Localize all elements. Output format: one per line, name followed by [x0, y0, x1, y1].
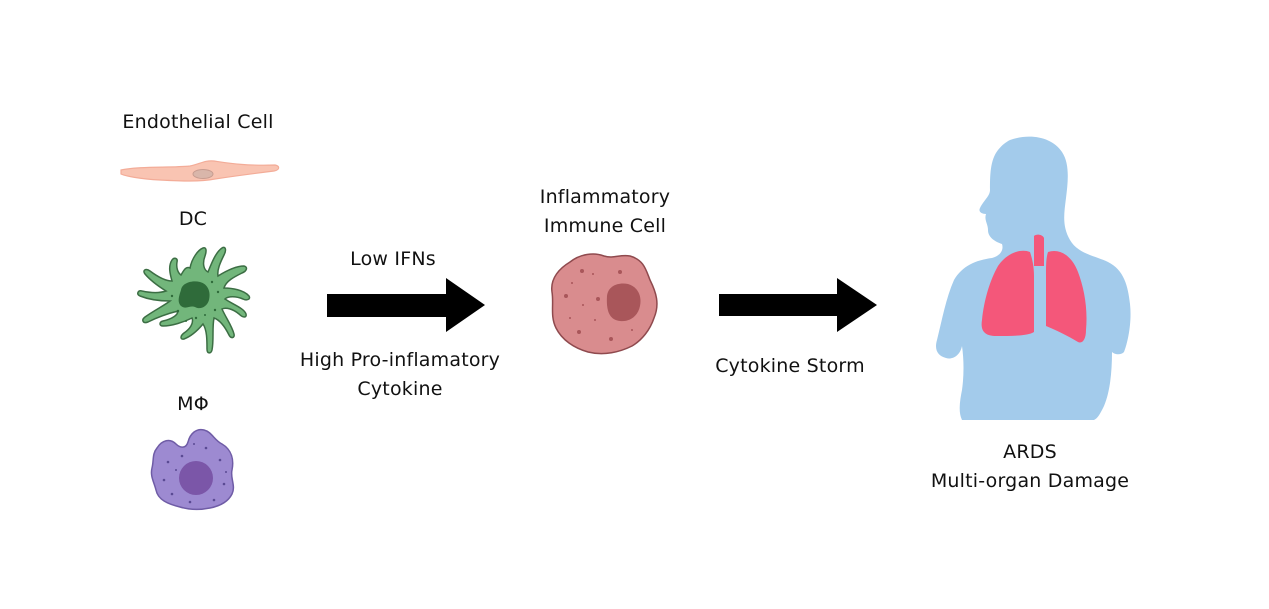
dc-label: DC — [178, 208, 208, 230]
outcome-label-line2: Multi-organ Damage — [930, 470, 1130, 492]
arrow-right-icon-1 — [327, 278, 485, 332]
macrophage-cell-icon — [150, 428, 235, 511]
dendritic-cell-icon — [137, 246, 251, 354]
arrow1-bottom-label-line1: High Pro-inflamatory — [299, 349, 501, 371]
arrow2-bottom-label: Cytokine Storm — [715, 355, 865, 377]
middle-cell-label-line2: Immune Cell — [543, 215, 667, 237]
macrophage-label: MΦ — [177, 393, 209, 415]
middle-cell-label-line1: Inflammatory — [539, 186, 671, 208]
middle-cell-label: Inflammatory Immune Cell — [515, 183, 695, 241]
inflammatory-immune-cell-icon — [551, 253, 658, 355]
outcome-label: ARDS Multi-organ Damage — [905, 438, 1155, 496]
arrow-right-icon-2 — [719, 278, 877, 332]
endothelial-cell-icon — [120, 160, 280, 182]
endothelial-cell-label: Endothelial Cell — [122, 111, 274, 133]
arrow1-bottom-label: High Pro-inflamatory Cytokine — [280, 346, 520, 404]
outcome-label-line1: ARDS — [1003, 441, 1057, 463]
arrow1-top-label: Low IFNs — [350, 248, 436, 270]
human-body-lungs-icon — [936, 136, 1131, 420]
arrow1-bottom-label-line2: Cytokine — [357, 378, 443, 400]
